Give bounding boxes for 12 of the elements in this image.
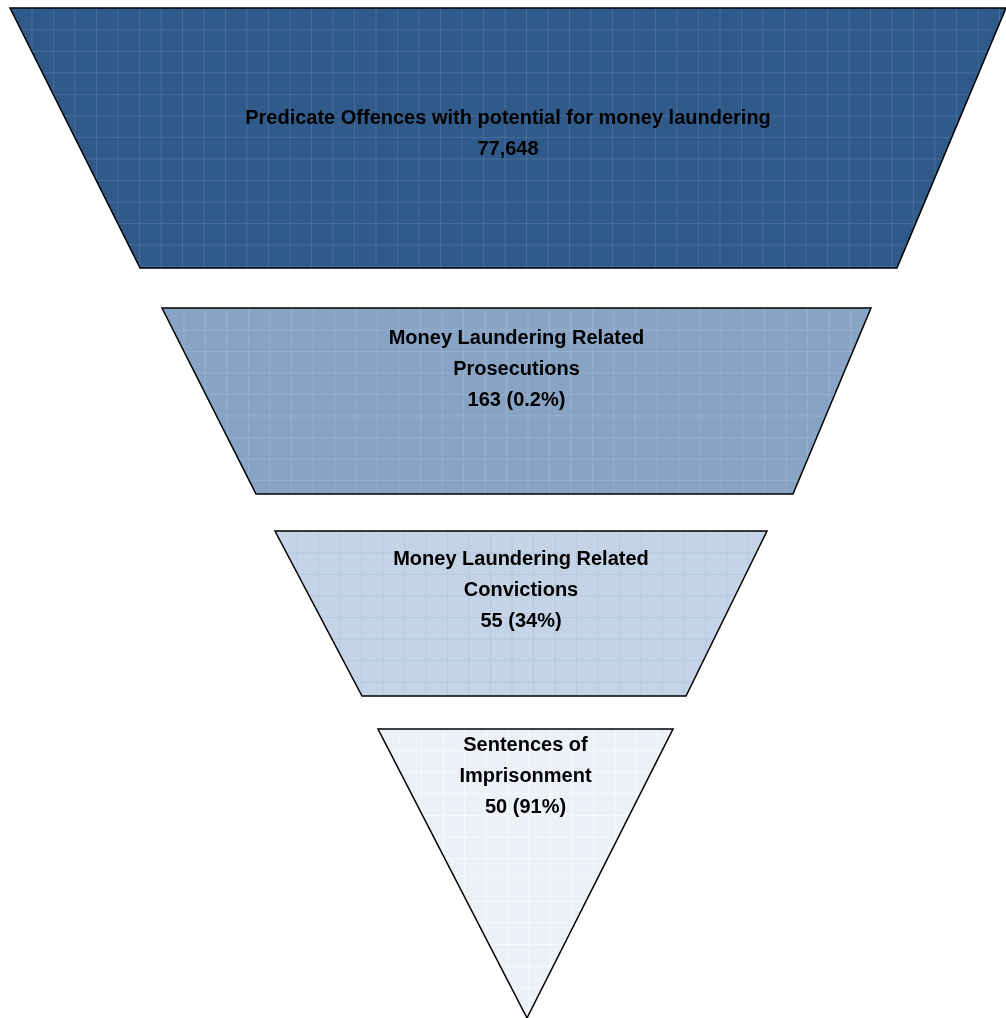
funnel-segment bbox=[378, 729, 673, 1018]
funnel-segment bbox=[275, 531, 767, 696]
segment-title: Predicate Offences with potential for money laundering bbox=[244, 105, 772, 130]
funnel-segment bbox=[10, 8, 1006, 268]
segment-value: 50 (91%) bbox=[483, 794, 568, 819]
segment-title: Sentences of Imprisonment bbox=[458, 732, 593, 788]
segment-value: 163 (0.2%) bbox=[466, 387, 567, 412]
segment-title: Money Laundering Related Convictions bbox=[392, 546, 650, 602]
funnel-segment bbox=[162, 308, 871, 494]
segment-value: 77,648 bbox=[476, 136, 540, 161]
segment-value: 55 (34%) bbox=[479, 608, 563, 633]
segment-title: Money Laundering Related Prosecutions bbox=[387, 325, 646, 381]
